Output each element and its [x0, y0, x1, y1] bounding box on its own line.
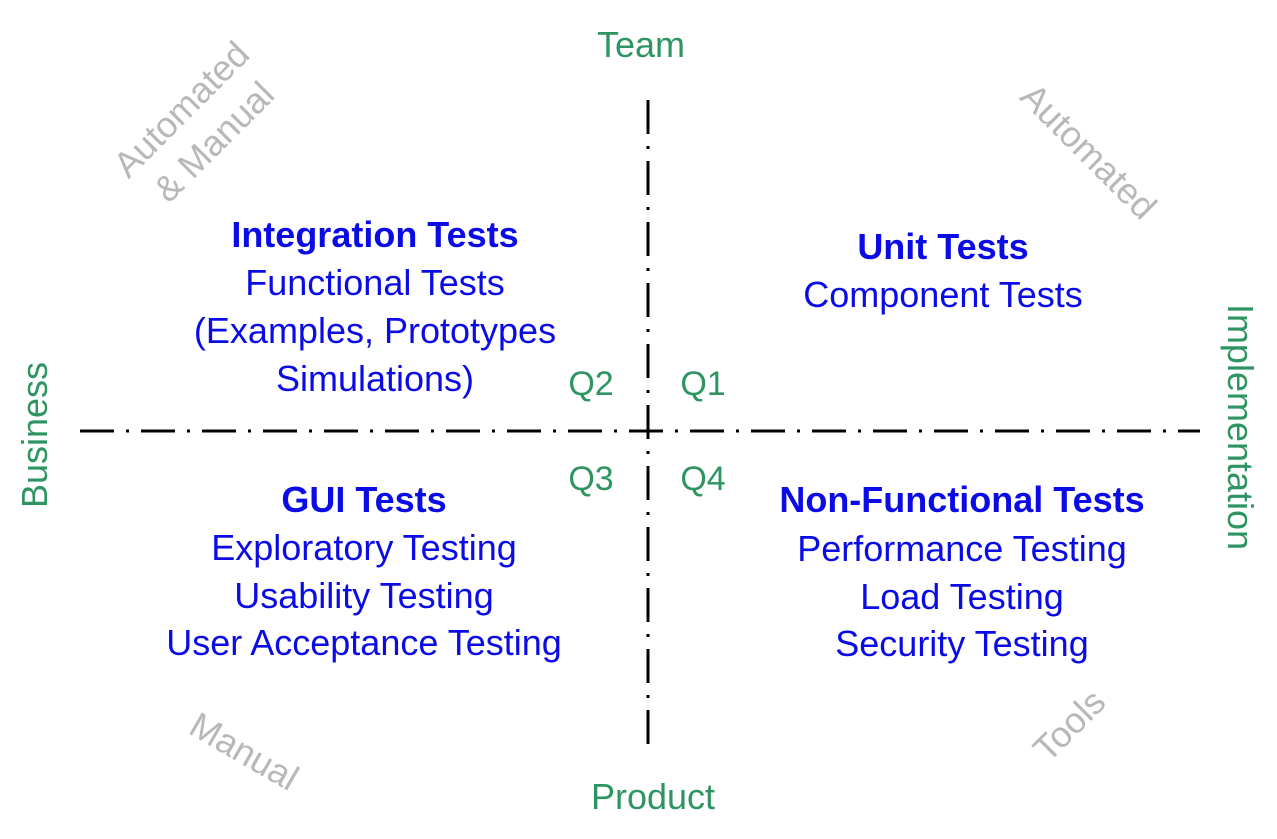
q4-item: Security Testing — [835, 623, 1088, 664]
q4-heading: Non-Functional Tests — [779, 479, 1144, 520]
q2-heading: Integration Tests — [231, 214, 518, 255]
q1-heading: Unit Tests — [857, 226, 1028, 267]
q3-item: Exploratory Testing — [211, 527, 517, 568]
q4-item: Load Testing — [860, 576, 1064, 617]
q2-item: (Examples, Prototypes — [194, 310, 556, 351]
q3-item: Usability Testing — [234, 575, 493, 616]
axis-right-label: Implementation — [1220, 304, 1261, 550]
axis-left-label: Business — [14, 362, 55, 508]
quadrant-label-q2: Q2 — [568, 365, 613, 403]
corner-bottom-right: Tools — [1025, 681, 1113, 769]
q3-item: User Acceptance Testing — [166, 622, 562, 663]
axis-top-label: Team — [597, 24, 685, 65]
q2-item: Simulations) — [276, 358, 474, 399]
corner-top-right: Automated — [1013, 75, 1165, 227]
q3-heading: GUI Tests — [281, 479, 446, 520]
quadrant-label-q3: Q3 — [568, 460, 613, 498]
q1-item: Component Tests — [803, 274, 1083, 315]
q4-item: Performance Testing — [797, 528, 1127, 569]
q2-item: Functional Tests — [245, 262, 504, 303]
quadrant-label-q4: Q4 — [680, 460, 725, 498]
quadrant-label-q1: Q1 — [680, 365, 725, 403]
axis-bottom-label: Product — [591, 776, 715, 817]
corner-bottom-left: Manual — [183, 704, 306, 799]
